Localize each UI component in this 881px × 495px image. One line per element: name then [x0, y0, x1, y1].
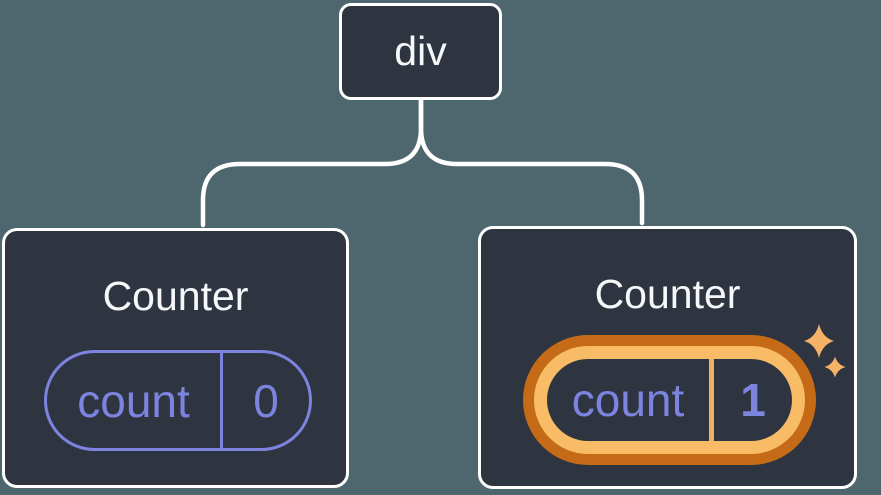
state-value: 1 [740, 374, 766, 426]
sparkle-small [824, 356, 846, 378]
root-node-div: div [339, 3, 502, 100]
state-pill: count 0 [44, 350, 312, 451]
state-pill-divider [709, 359, 714, 441]
sparkle-large [804, 324, 834, 358]
connector-left-branch [200, 96, 424, 228]
state-value: 0 [253, 374, 279, 427]
state-pill-highlight-ring: count 1 [534, 346, 805, 454]
component-title: Counter [594, 271, 741, 317]
state-key: count [571, 374, 685, 426]
connector-right-branch [418, 96, 645, 226]
sparkles-icon [804, 324, 846, 378]
root-node-label: div [394, 28, 447, 74]
state-pill-highlighted: count 1 [523, 335, 816, 465]
state-pill-divider [220, 353, 223, 448]
counter-card-left: Counter count 0 [2, 228, 349, 488]
state-pill-core: count 1 [547, 359, 792, 441]
state-key: count [77, 374, 190, 427]
counter-card-right: Counter count 1 [478, 226, 857, 489]
component-title: Counter [102, 273, 249, 319]
